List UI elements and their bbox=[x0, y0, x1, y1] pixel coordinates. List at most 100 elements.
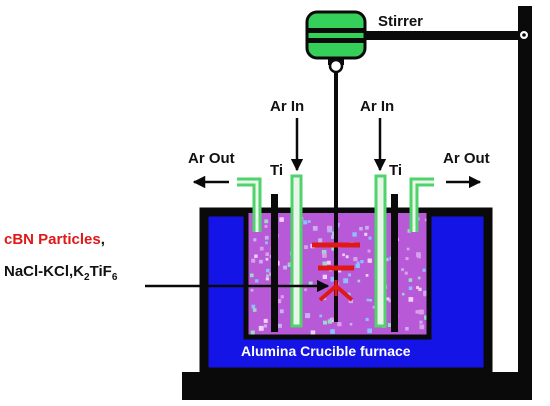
particle-dot bbox=[250, 330, 255, 335]
particle-dot bbox=[251, 304, 256, 309]
ar-inlet-tube-left bbox=[290, 174, 303, 328]
particle-dot bbox=[349, 323, 353, 326]
label-furnace: Alumina Crucible furnace bbox=[241, 343, 411, 359]
particle-dot bbox=[343, 278, 349, 284]
particle-dot bbox=[365, 274, 369, 277]
particle-dot bbox=[406, 247, 410, 251]
particle-dot bbox=[252, 308, 257, 312]
particle-dot bbox=[419, 324, 425, 330]
particle-dot bbox=[408, 297, 414, 302]
particle-dot bbox=[352, 232, 357, 237]
particle-dot bbox=[417, 276, 421, 280]
particle-dot bbox=[405, 257, 409, 261]
particle-dot bbox=[359, 227, 363, 231]
particle-dot bbox=[326, 260, 331, 265]
particle-dot bbox=[331, 246, 336, 251]
particle-dot bbox=[319, 314, 323, 318]
particle-dot bbox=[254, 254, 258, 258]
impeller-blade-left bbox=[318, 284, 338, 302]
particle-dot bbox=[264, 224, 268, 228]
particle-dot bbox=[369, 299, 372, 302]
particle-dot bbox=[347, 292, 351, 297]
particle-dot bbox=[266, 268, 270, 273]
ti-rod-right bbox=[391, 194, 398, 332]
particle-dot bbox=[367, 249, 371, 253]
particle-dot bbox=[415, 310, 419, 314]
label-ti-right: Ti bbox=[389, 162, 402, 179]
particle-dot bbox=[342, 253, 345, 257]
particle-dot bbox=[337, 322, 342, 327]
particle-dot bbox=[277, 299, 282, 304]
particle-dot bbox=[423, 293, 427, 297]
particle-dot bbox=[367, 258, 372, 263]
particle-dot bbox=[402, 292, 405, 296]
particle-dot bbox=[265, 277, 269, 281]
particle-dot bbox=[353, 257, 358, 262]
label-ar-out-right: Ar Out bbox=[443, 150, 490, 167]
particle-dot bbox=[368, 236, 372, 240]
stirrer-motor-icon bbox=[305, 10, 367, 74]
particle-dot bbox=[308, 281, 313, 286]
particle-dot bbox=[259, 259, 263, 264]
crucible-wall bbox=[243, 213, 432, 340]
particle-dot bbox=[322, 274, 327, 279]
particle-dot bbox=[357, 279, 361, 283]
particle-dot bbox=[424, 218, 428, 222]
particle-dot bbox=[405, 327, 409, 331]
particle-dot bbox=[423, 290, 428, 296]
particle-dot bbox=[408, 286, 413, 290]
label-stirrer: Stirrer bbox=[378, 13, 423, 30]
particle-dot bbox=[304, 245, 308, 249]
particle-dot bbox=[330, 329, 335, 334]
particle-dot bbox=[385, 257, 389, 262]
particle-dot bbox=[253, 238, 257, 242]
ar-inlet-tube-right bbox=[374, 174, 387, 328]
particle-dot bbox=[407, 229, 411, 233]
particle-dot bbox=[408, 278, 413, 282]
particle-dot bbox=[372, 305, 376, 309]
particle-dot bbox=[422, 268, 426, 272]
impeller-blade-right bbox=[334, 284, 354, 302]
particle-dot bbox=[303, 220, 308, 225]
particle-dot bbox=[289, 262, 292, 265]
particle-dot bbox=[269, 272, 273, 276]
particle-dot bbox=[280, 295, 284, 299]
particle-dot bbox=[356, 261, 360, 265]
particle-dot bbox=[360, 260, 364, 264]
particle-dot bbox=[364, 232, 368, 236]
particle-dot bbox=[366, 298, 369, 302]
label-ar-out-left: Ar Out bbox=[188, 150, 235, 167]
particle-dot bbox=[283, 265, 287, 270]
particle-dot bbox=[265, 257, 269, 261]
ti-rod-left bbox=[271, 194, 278, 332]
label-ti-left: Ti bbox=[270, 162, 283, 179]
particle-dot bbox=[265, 252, 269, 256]
particle-dot bbox=[365, 317, 369, 321]
particle-dot bbox=[367, 328, 372, 334]
label-melt-composition: NaCl-KCl,K2TiF6 bbox=[4, 263, 118, 283]
particle-dot bbox=[310, 330, 316, 335]
particle-dot bbox=[387, 323, 392, 327]
particle-dot bbox=[401, 268, 404, 271]
particle-dot bbox=[304, 288, 307, 292]
particle-dot bbox=[355, 263, 360, 268]
particle-dot bbox=[416, 252, 421, 257]
particle-dot bbox=[250, 273, 254, 278]
particle-dot bbox=[419, 320, 423, 324]
particle-dot bbox=[312, 226, 318, 231]
label-ar-in-left: Ar In bbox=[270, 98, 304, 115]
particle-dot bbox=[279, 309, 284, 314]
particle-dot bbox=[404, 271, 408, 275]
particle-dot bbox=[327, 319, 332, 324]
stirrer-arm bbox=[366, 31, 530, 40]
particle-dot bbox=[386, 297, 390, 301]
particle-dot bbox=[330, 276, 336, 282]
particle-dot bbox=[365, 225, 369, 230]
particle-dot bbox=[322, 253, 327, 258]
particle-dot bbox=[416, 286, 419, 289]
particle-dot bbox=[318, 238, 323, 243]
particle-dot bbox=[250, 288, 254, 292]
particle-dot bbox=[277, 323, 282, 328]
particle-dot bbox=[322, 261, 327, 266]
